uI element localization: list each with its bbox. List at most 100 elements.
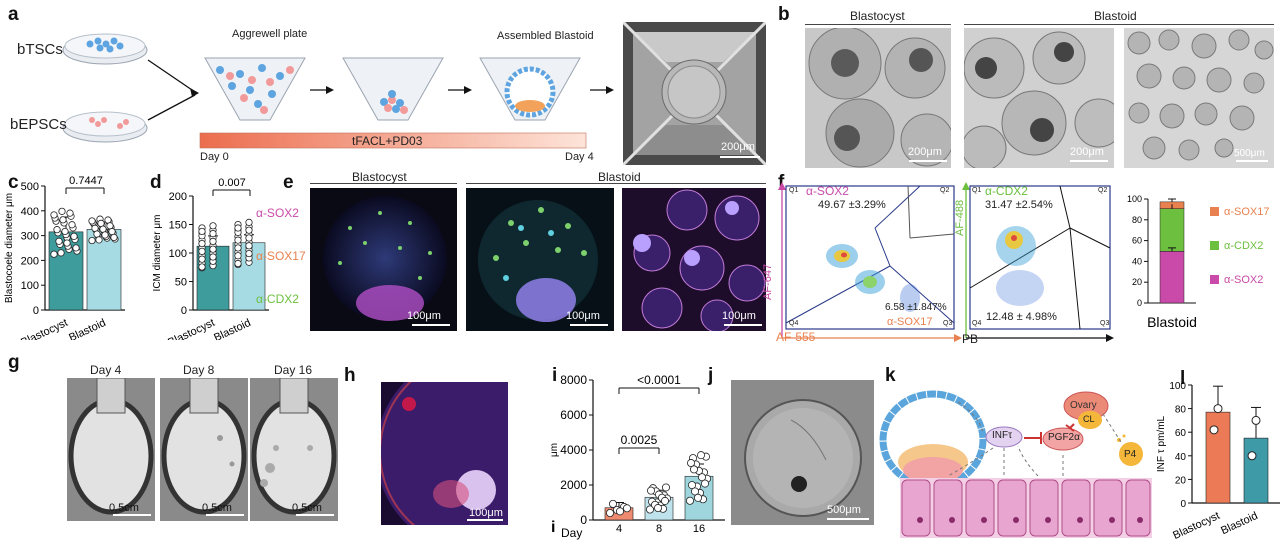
y-axis-label: μm [549,443,560,457]
y-tick-label: 20 [1132,277,1142,287]
k-p4-label: P4 [1124,449,1137,460]
aggrewell-label: Aggrewell plate [232,28,308,40]
p-value: 0.7447 [69,175,103,187]
y-axis-label: Blastocoele diameter μm [4,193,15,303]
b-blastoid-image-1: 200μm [964,28,1114,168]
y-axis-label: ICM diameter μm [152,215,163,292]
flow-density-2 [996,226,1044,306]
data-point [198,247,206,255]
y-tick-label: 150 [169,220,187,232]
data-point [209,229,217,238]
dish-label-btscs: bTSCs [17,41,63,58]
stacked-segment [1159,251,1185,304]
y-tick-label: 400 [21,206,39,218]
e-blastoid-if-image-2: 100μm [622,188,766,331]
y-tick-label: 4000 [560,443,587,457]
legend-swatch [1210,275,1219,284]
legend-label: α-SOX2 [1224,274,1263,286]
data-point [198,255,206,263]
p-value: 0.0025 [621,433,658,447]
g-day8: Day 8 [183,363,215,377]
data-point [687,481,696,490]
dish-btscs [62,33,148,65]
e-blastocyst-header: Blastocyst [352,170,407,184]
bar-blastocyst [1205,411,1231,504]
data-point [654,504,663,513]
panel-label-d: d [150,172,162,193]
y-tick-label: 60 [1132,236,1142,246]
e-blastoid-header: Blastoid [598,170,641,184]
y-tick-label: 100 [169,248,187,260]
y-tick-label: 200 [169,191,187,203]
data-point [689,465,698,474]
data-point [623,504,632,513]
data-point [50,250,58,258]
panel-label-k: k [885,365,896,386]
y-tick-label: 20 [1175,475,1187,486]
legend-swatch [1210,241,1219,250]
y-tick-label: 500 [21,181,39,193]
f-q1-1: Q1 [789,187,799,194]
stacked-segment [1159,208,1185,252]
k-cl-label: CL [1083,414,1095,424]
scale-bar-h: 100μm [469,507,503,519]
panel-label-f: f [778,172,785,193]
blastoid-field-dots [1127,29,1274,161]
data-point [245,234,253,242]
f-cdx2-value: 31.47 ±2.54% [985,199,1053,211]
panel-label-a: a [8,4,19,25]
data-point [606,508,615,517]
scale-bar-a: 200μm [721,141,755,153]
data-point [662,483,671,492]
panel-label-j: j [708,365,714,386]
scale-bar-e3: 100μm [722,310,756,322]
data-point [50,211,58,219]
data-point [72,244,80,252]
scale-bar-j: 500μm [827,504,861,516]
data-point [110,233,118,242]
f-sox17-value: 6.58 ±1.847% [885,302,947,313]
data-point [647,486,656,495]
bar-blastoid [1243,437,1269,504]
g-day4: Day 4 [90,363,122,377]
treatment-bar [199,132,587,149]
data-point [88,217,96,225]
y-tick-label: 100 [1127,194,1142,204]
b-blastoid-image-2: 500μm [1124,28,1274,168]
y-tick-label: 60 [1175,428,1187,439]
y-tick-label: 50 [175,277,187,289]
data-point [245,249,253,258]
data-point [616,507,625,516]
data-point [59,216,67,224]
embryo-drawing [879,390,987,490]
k-mechanism-diagram [879,390,1152,538]
data-point [1213,404,1223,414]
legend-label: α-CDX2 [1224,240,1263,252]
x-tick-label: Blastocyst [19,317,70,340]
y-tick-label: 0 [580,513,587,527]
data-point [690,487,699,496]
data-point [697,473,706,482]
y-axis-label: INF τ pm/mL [1156,415,1167,472]
data-point [209,245,217,253]
x-tick-label: 4 [616,523,622,535]
data-point [70,232,78,240]
scale-g1: 0.5cm [109,502,139,514]
data-point [66,209,74,217]
scale-bar-e1: 100μm [407,310,441,322]
data-point [693,493,702,502]
data-point [646,505,655,514]
y-tick-label: 8000 [560,373,587,387]
f-neg-value: 12.48 ± 4.98% [986,311,1057,323]
f-xaxis-1: AF-555 [776,330,816,344]
y-tick-label: 100 [1169,381,1186,392]
day-axis-label: Day [561,526,582,540]
panel-label-l: l [1180,368,1186,389]
f-q4-1: Q4 [789,320,799,327]
aggrewell-well-1 [204,57,306,121]
data-point [53,226,61,234]
data-point [198,239,206,248]
data-point [700,479,709,488]
b-blastocyst-header: Blastocyst [850,9,905,23]
